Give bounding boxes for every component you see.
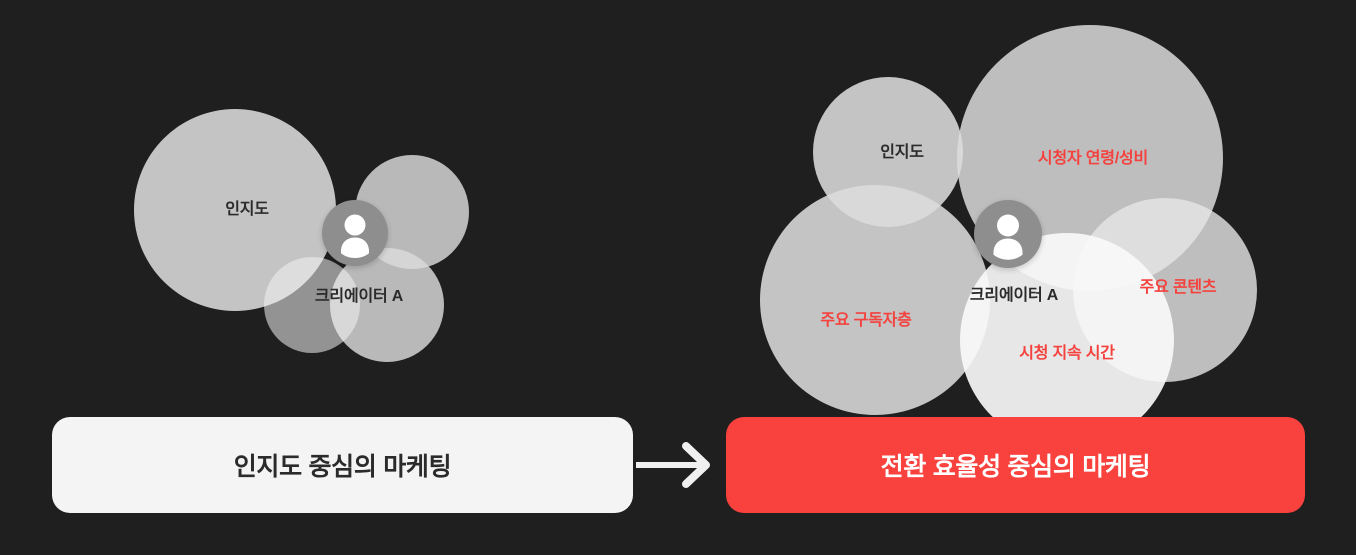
awareness-marketing-pill[interactable]: 인지도 중심의 마케팅	[52, 417, 633, 513]
conversion-marketing-panel: 인지도 시청자 연령/성비 주요 구독자층 주요 콘텐츠 시청 지속 시간 크리…	[660, 0, 1356, 447]
conversion-marketing-pill[interactable]: 전환 효율성 중심의 마케팅	[726, 417, 1305, 513]
person-icon	[341, 214, 369, 258]
bubble-bubble-bottom	[330, 248, 444, 362]
awareness-marketing-pill-label: 인지도 중심의 마케팅	[233, 453, 452, 481]
bubble-main-subscribers	[760, 185, 990, 415]
conversion-marketing-pill-label: 전환 효율성 중심의 마케팅	[880, 453, 1151, 481]
creator-a-avatar	[974, 200, 1042, 268]
arrow-right-icon	[636, 442, 710, 488]
bubble-watch-duration	[960, 233, 1174, 447]
person-icon	[993, 214, 1023, 260]
creator-a-avatar	[322, 200, 388, 266]
bubble-awareness	[134, 109, 336, 311]
left-bubble-cluster	[134, 109, 469, 362]
awareness-marketing-panel: 인지도 크리에이터 A	[0, 0, 660, 420]
bubble-bubble-bottom-left	[264, 257, 360, 353]
